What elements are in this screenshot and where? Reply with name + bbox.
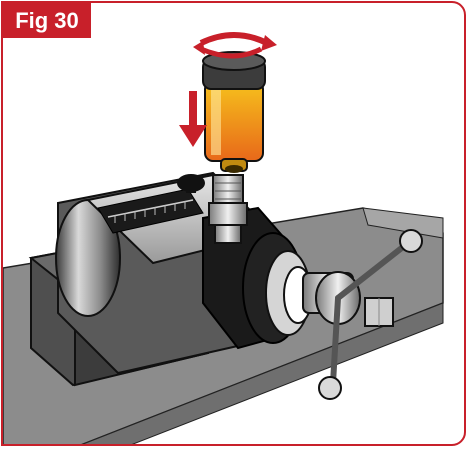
figure-label: Fig 30: [3, 3, 91, 38]
figure-frame: Fig 30: [1, 1, 466, 446]
fitting-adapter: [208, 174, 248, 244]
down-arrow-icon: [179, 91, 207, 147]
machine-cylinder: [55, 171, 313, 375]
fluid-bottle: [202, 51, 266, 173]
scale-window: [97, 188, 204, 234]
illustration: [3, 32, 444, 444]
hand-wheel: [302, 229, 423, 400]
rotate-cap-arrow-icon: [193, 32, 277, 59]
top-knob: [177, 174, 205, 193]
